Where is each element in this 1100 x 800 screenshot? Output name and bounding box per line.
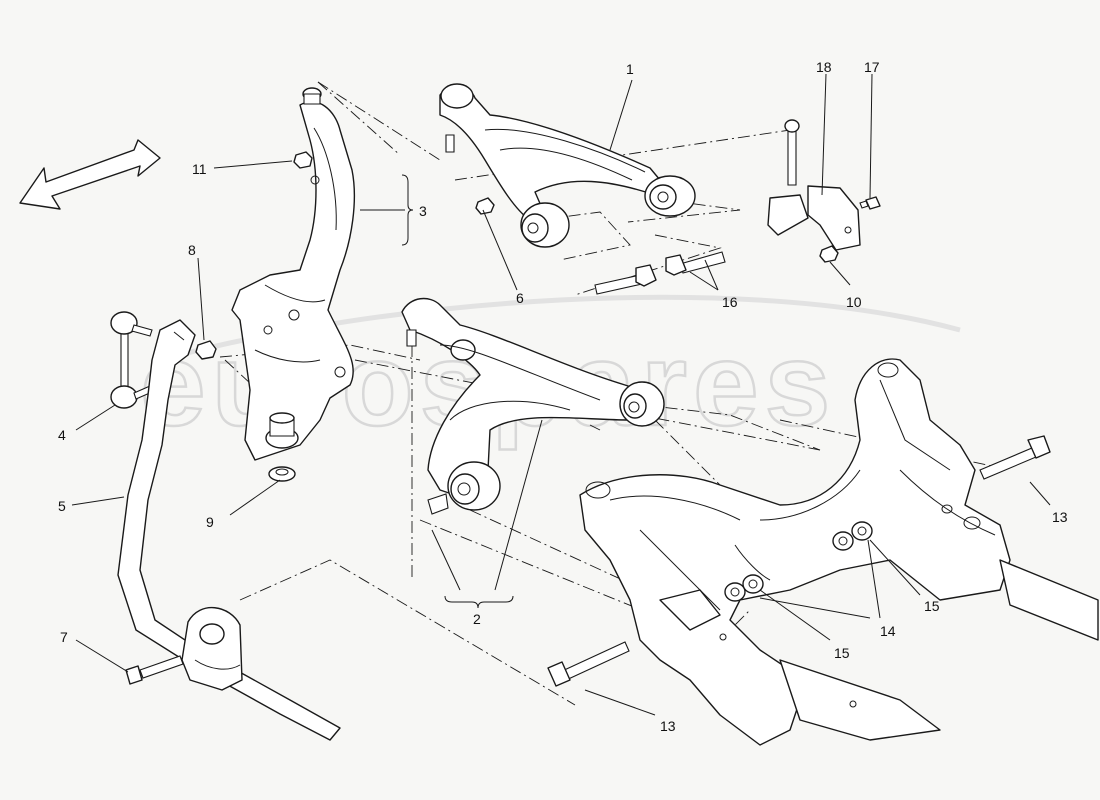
- callout-13-lower: 13: [660, 718, 676, 734]
- callout-14: 14: [880, 623, 896, 639]
- anti-roll-bar: [117, 319, 341, 741]
- callout-1: 1: [626, 61, 634, 77]
- washer-9: [268, 466, 296, 482]
- callout-13-upper: 13: [1052, 509, 1068, 525]
- callout-7: 7: [60, 629, 68, 645]
- bolt-7: [125, 655, 184, 685]
- callout-10: 10: [846, 294, 862, 310]
- upper-arm-front-bushing: [520, 202, 570, 248]
- nut-8: [195, 340, 217, 360]
- upper-control-arm: [439, 83, 696, 248]
- callout-2: 2: [473, 611, 481, 627]
- front-direction-arrow-icon: [19, 139, 161, 210]
- ride-height-sensor: [767, 119, 861, 251]
- knuckle-lower-bushing: [265, 412, 299, 449]
- callout-15-left: 15: [834, 645, 850, 661]
- callout-15-right: 15: [924, 598, 940, 614]
- bolt-16-b: [665, 251, 726, 276]
- screw-17: [859, 196, 881, 210]
- callout-labels: 1 18 17 11 3 8 6 16 10 4 5 9 13 15 2 14 …: [58, 59, 1068, 734]
- steering-knuckle: [231, 87, 356, 461]
- callout-6: 6: [516, 290, 524, 306]
- callout-9: 9: [206, 514, 214, 530]
- bolt-13-upper: [979, 435, 1051, 480]
- callout-18: 18: [816, 59, 832, 75]
- callout-5: 5: [58, 498, 66, 514]
- callout-17: 17: [864, 59, 880, 75]
- callout-11: 11: [192, 161, 207, 177]
- upper-arm-rear-bushing: [644, 175, 696, 217]
- bolt-13-lower: [547, 641, 630, 687]
- stabilizer-link: [110, 311, 153, 409]
- callout-3: 3: [419, 203, 427, 219]
- callout-16: 16: [722, 294, 738, 310]
- nut-6: [475, 197, 495, 215]
- callout-8: 8: [188, 242, 196, 258]
- lower-arm-rear-bushing: [619, 381, 665, 427]
- front-subframe: [579, 358, 1099, 746]
- lower-arm-front-bushing: [447, 461, 501, 511]
- nut-10: [819, 245, 839, 263]
- nut-11: [293, 151, 313, 169]
- bolt-16-a: [594, 264, 657, 295]
- leader-lines: [71, 73, 1051, 716]
- callout-4: 4: [58, 427, 66, 443]
- anti-roll-bar-clamp: [181, 606, 243, 691]
- washers-14-15: [724, 521, 873, 602]
- lower-control-arm: [401, 297, 665, 515]
